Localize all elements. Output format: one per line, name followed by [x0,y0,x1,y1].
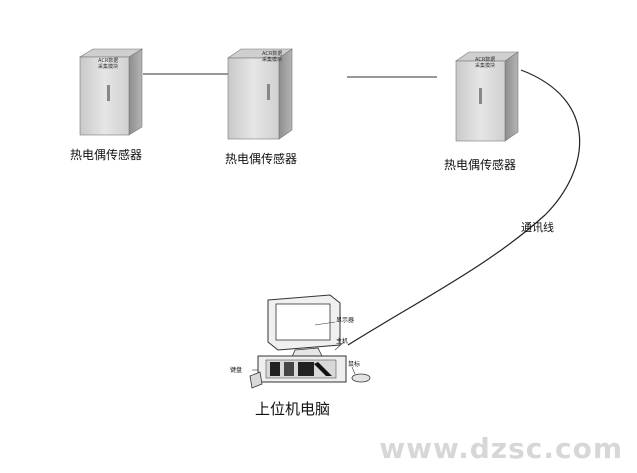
mouse-label: 鼠标 [348,360,360,368]
host-label: 主机 [336,337,348,345]
cabinet-handle [267,84,270,100]
monitor-label: 显示器 [336,317,354,324]
module-label-3b: 采集模块 [475,62,495,69]
computer-title: 上位机电脑 [255,400,331,418]
module-label-1a: ACR数据 [98,57,118,64]
module-label-2a: ACR数据 [262,50,282,57]
keyboard-label: 键盘 [230,366,242,374]
mouse [351,373,371,383]
cabinet-1-label: 热电偶传感器 [70,148,143,162]
cabinet-1: ACR数据 采集模块 [78,48,144,136]
watermark: www.dzsc.com [379,432,623,465]
cabinet-2-label: 热电偶传感器 [225,152,298,166]
cabinet-3: ACR数据 采集模块 [455,51,519,142]
communication-cable [347,69,581,346]
monitor-screen [275,303,331,341]
cabinet-handle [107,85,110,101]
computer [249,294,371,389]
keyboard [249,371,263,389]
module-label-1b: 采集模块 [98,63,118,70]
module-label-2b: 采集模块 [262,56,282,63]
cabinet-3-label: 热电偶传感器 [444,158,517,172]
cabinet-2: ACR数据 采集模块 [227,48,293,140]
cable-label: 通讯线 [521,221,554,234]
cabinet-handle [479,88,482,104]
module-label-3a: ACR数据 [475,56,495,63]
